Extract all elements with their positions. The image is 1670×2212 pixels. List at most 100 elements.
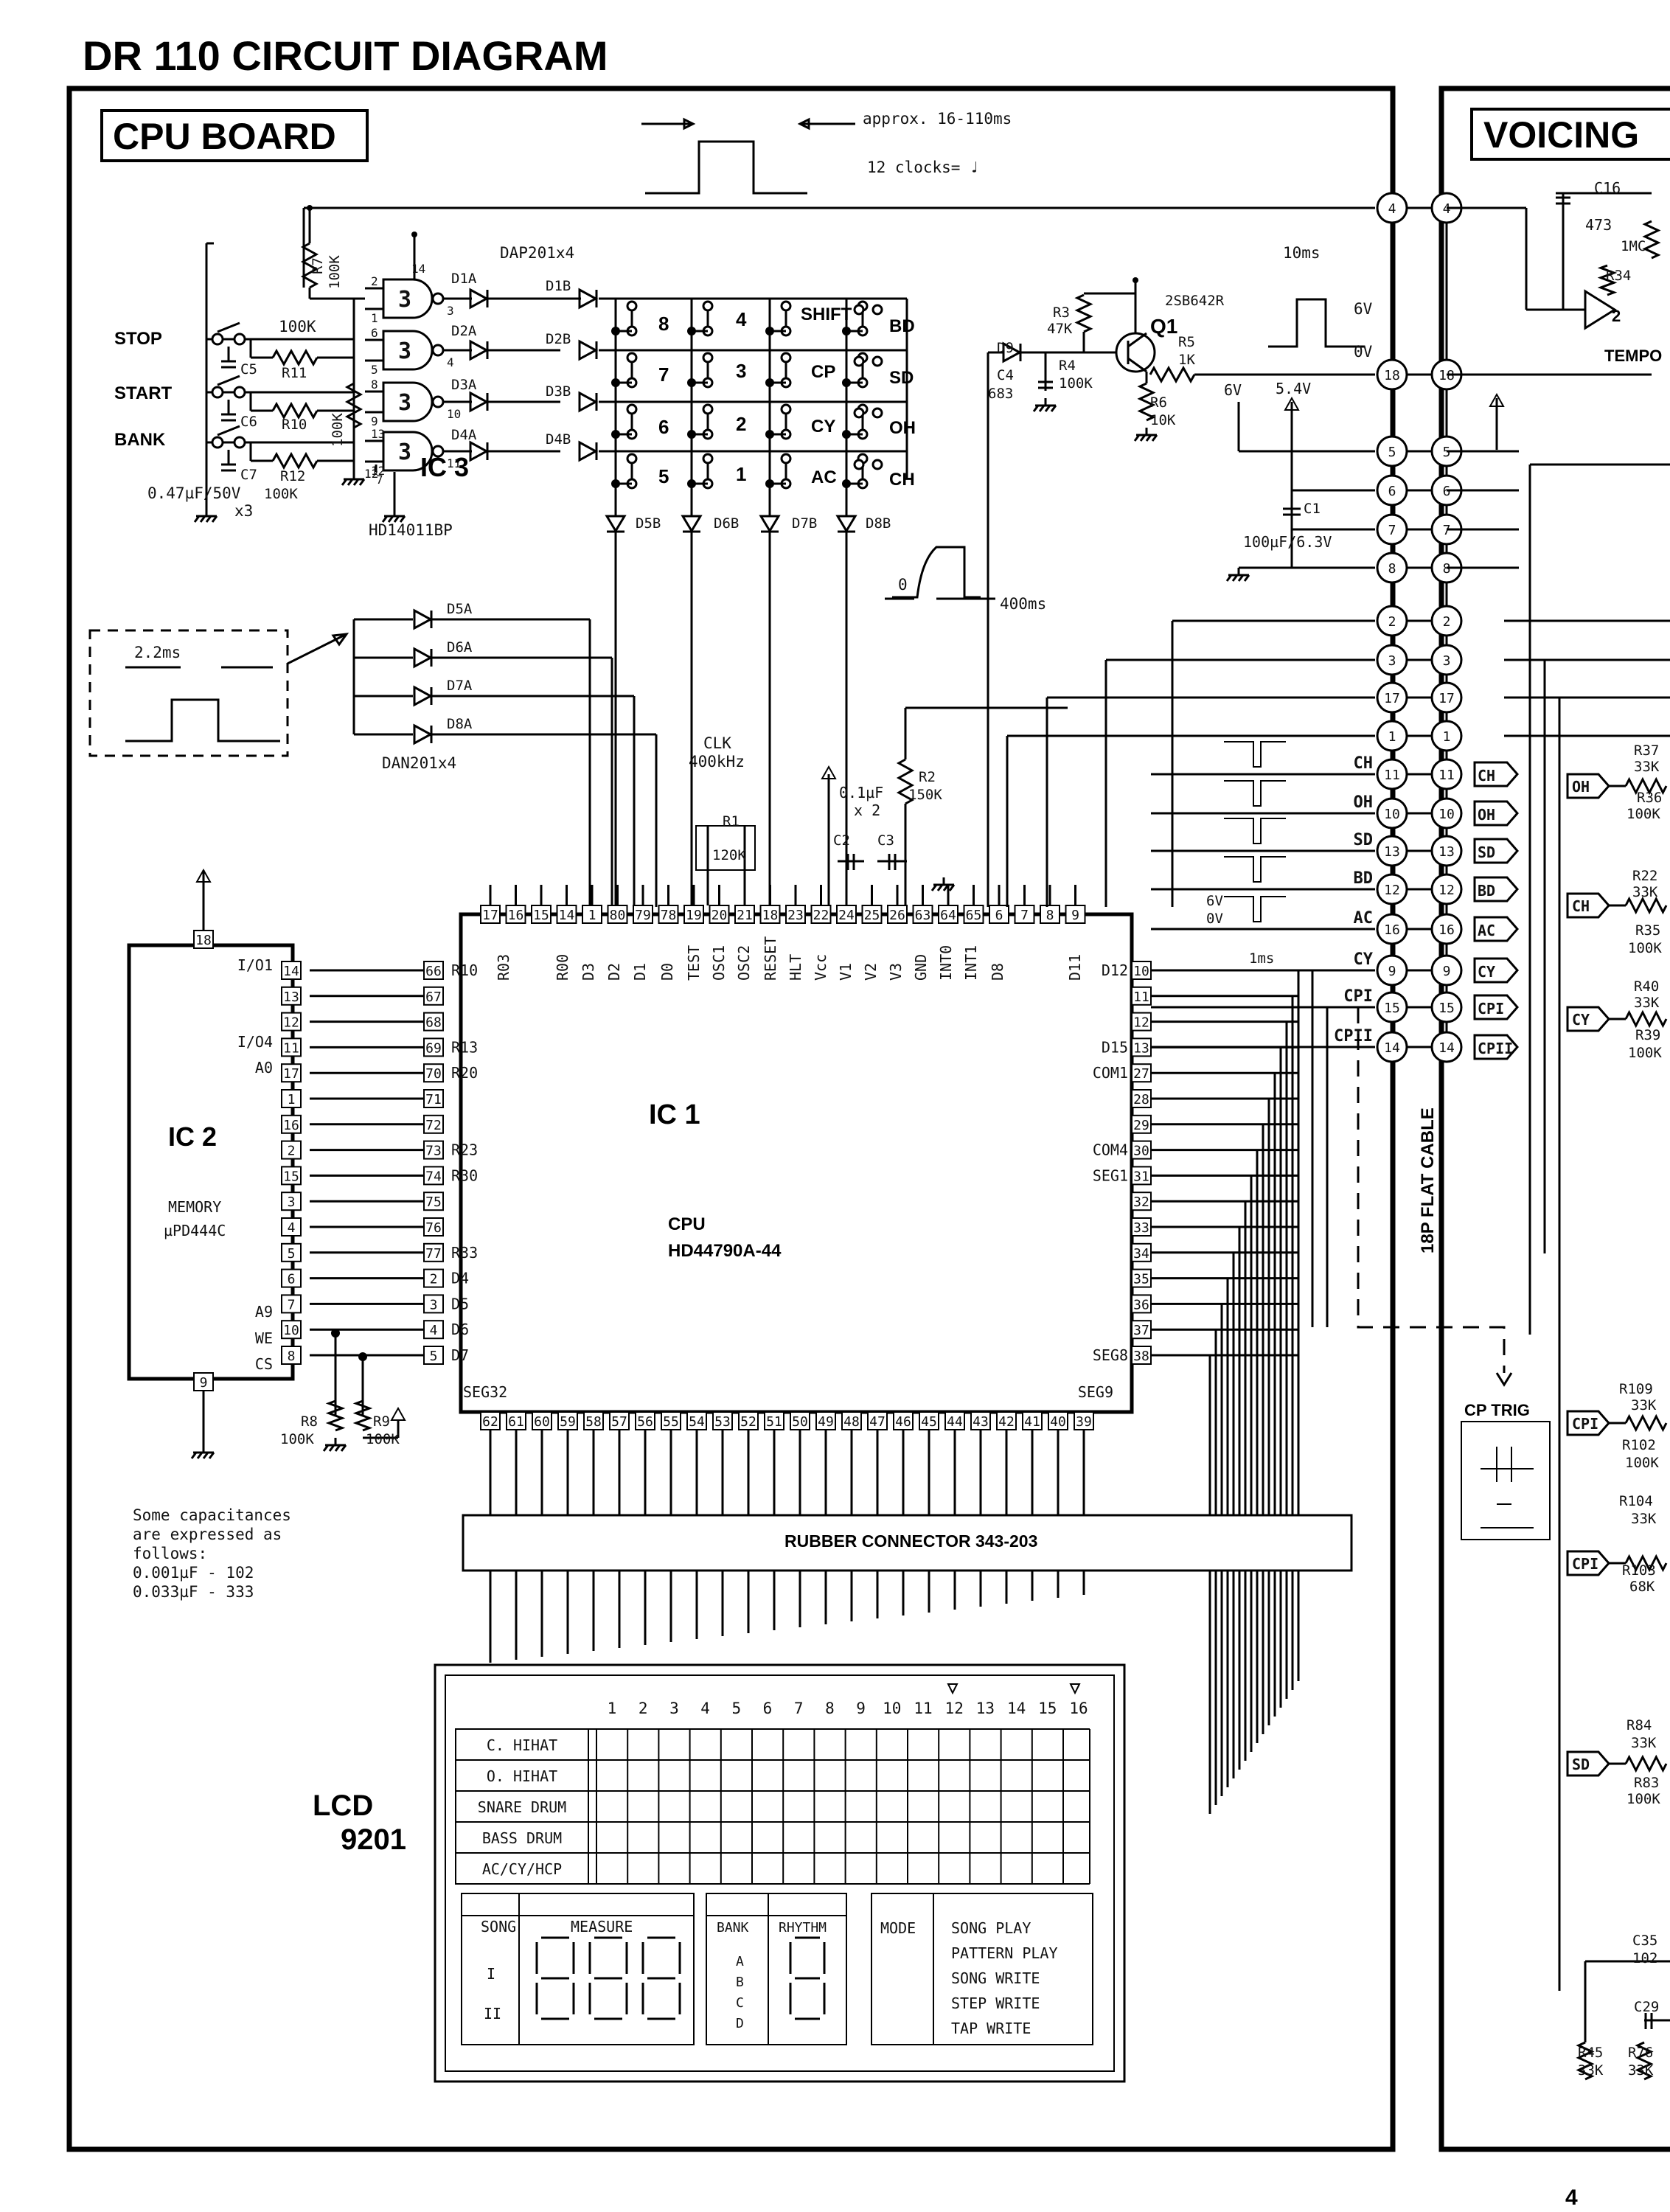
ic1-top-pin: [963, 905, 984, 924]
ic1-bottom-pin-number: 55: [663, 1414, 679, 1430]
key-3[interactable]: 3: [736, 360, 746, 382]
key-shift[interactable]: SHIFT: [801, 305, 852, 324]
key-7[interactable]: 7: [658, 364, 669, 386]
connector-pin: [1430, 797, 1463, 830]
ic1-label: IC 1: [649, 1099, 700, 1130]
connector-pin: [1376, 873, 1408, 905]
r-1mc-label: 1MC: [1621, 238, 1646, 254]
key-ac[interactable]: AC: [811, 467, 837, 487]
ic1-top-pin-number: 18: [762, 908, 779, 923]
wire: [1243, 574, 1250, 582]
key-1[interactable]: 1: [736, 463, 746, 485]
connector-pin-number: 12: [1384, 883, 1400, 898]
connector-pin-number: 11: [1438, 768, 1455, 783]
ic1-right-pin: [1131, 1089, 1152, 1108]
ic1-bottom-pin-number: 42: [998, 1414, 1015, 1430]
connector-pin: [1430, 605, 1463, 637]
connector-pin: [1376, 605, 1408, 637]
ic1-bottom-name-seg9: SEG9: [1078, 1383, 1113, 1401]
switch-contact: [233, 386, 246, 399]
ic1-bottom-pin: [506, 1411, 526, 1430]
clk-label: CLK: [703, 734, 731, 752]
key-contact: [780, 453, 792, 465]
cpu-board-title: CPU BOARD: [113, 116, 336, 157]
voice-contact: [853, 355, 865, 367]
ic1-right-pin: [1131, 1192, 1152, 1211]
ic2-pin-name: A9: [255, 1303, 273, 1321]
ic1-bottom-pin-number: 39: [1076, 1414, 1092, 1430]
ic1-top-pin-name: Vcc: [812, 954, 829, 981]
ic1-left-pin-number: 75: [425, 1194, 442, 1210]
ic1-left-pin: [423, 1268, 444, 1288]
ic1-top-pin-name: D0: [658, 963, 676, 981]
voice-contact: [871, 304, 883, 316]
r9-value: 100K: [366, 1431, 400, 1447]
ic1-bottom-pin: [738, 1411, 759, 1430]
ic1-part: HD44790A-44: [668, 1241, 782, 1261]
key-oh[interactable]: OH: [889, 418, 916, 438]
key-4[interactable]: 4: [736, 308, 747, 330]
key-2[interactable]: 2: [736, 413, 746, 435]
voicing-input-tag: [1566, 773, 1610, 799]
lcd-mode-tap-write: TAP WRITE: [951, 2020, 1031, 2037]
ic1-bottom-pin: [1022, 1411, 1043, 1430]
arrow: [797, 117, 810, 131]
connector-signal-label: CH: [1354, 754, 1374, 773]
rubber-connector: [462, 1514, 1353, 1572]
key-cp[interactable]: CP: [811, 362, 835, 382]
ic1-bottom-pin-number: 57: [611, 1414, 627, 1430]
key-contact: [626, 352, 638, 364]
key-bd[interactable]: BD: [889, 316, 915, 336]
connector-pin-number: 9: [1443, 964, 1451, 979]
ic1-top-pin-number: 15: [533, 908, 549, 923]
ic2-pin-number: 11: [283, 1040, 299, 1056]
key-ch[interactable]: CH: [889, 470, 915, 490]
voicing-signal-tag: [1473, 957, 1519, 984]
d4b-label: D4B: [546, 431, 571, 448]
voicing-input-resistor: [1624, 1413, 1668, 1433]
supply-arrow: [1284, 396, 1300, 411]
ic1-top-pin-name: R00: [554, 954, 571, 981]
diode-da-bus: [413, 608, 434, 630]
ic2-pin-name: WE: [255, 1329, 273, 1347]
lcd-bank-rhythm-box: [706, 1893, 847, 2045]
r4-value: 100K: [1059, 375, 1093, 392]
voicing-signal-tag-text: OH: [1478, 806, 1495, 824]
r35-label: R35: [1635, 922, 1660, 939]
ic1-bottom-pin-number: 51: [766, 1414, 782, 1430]
ic1-left-pin-number: 71: [425, 1092, 442, 1107]
r1-value: 120K: [712, 847, 746, 863]
ic1-left-pin: [423, 1294, 444, 1314]
gate-pin: 11: [447, 456, 461, 470]
key-sd[interactable]: SD: [889, 368, 914, 388]
key-6[interactable]: 6: [658, 416, 669, 438]
ic1-top-pin: [556, 905, 577, 924]
ic2-pin: [281, 1192, 302, 1211]
r9-resistor: [352, 1399, 373, 1432]
ic2-pin: [281, 1268, 302, 1288]
r12-label: R12: [280, 468, 305, 484]
key-contact: [780, 403, 792, 415]
ic1-bottom-pin: [712, 1411, 733, 1430]
junction-dot: [687, 479, 696, 488]
signal-pulse: [1224, 780, 1286, 807]
junction-dot: [687, 327, 696, 335]
voicing-signal-tag-text: CH: [1478, 767, 1495, 785]
junction-dot: [331, 1329, 340, 1338]
r39-value: 100K: [1628, 1045, 1662, 1061]
key-cy[interactable]: CY: [811, 417, 835, 437]
wire: [358, 479, 366, 486]
ic1-right-pin-number: 38: [1133, 1349, 1149, 1364]
wire: [936, 884, 944, 891]
key-5[interactable]: 5: [658, 465, 669, 487]
connector-pin-number: 4: [1388, 201, 1396, 217]
gate-pin: 1: [371, 311, 378, 325]
key-8[interactable]: 8: [658, 313, 669, 335]
ic2-pin-number: 12: [283, 1015, 299, 1031]
signal-pulse: [1224, 818, 1286, 844]
wire: [942, 884, 950, 891]
r-100k-label: 100K: [279, 318, 316, 335]
ic1-top-pin-number: 7: [1020, 908, 1029, 923]
voicing-title-box: [1470, 108, 1670, 161]
